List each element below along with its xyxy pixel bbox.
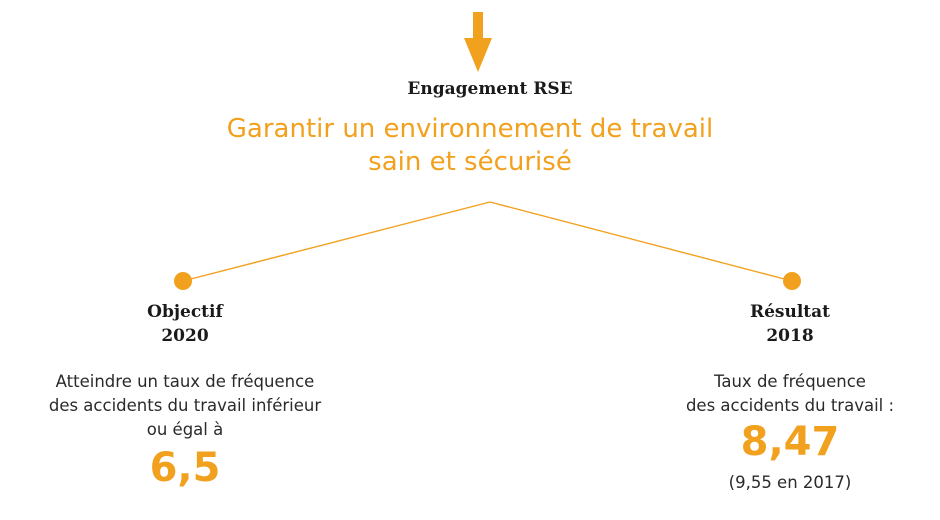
engagement-label: Engagement RSE bbox=[407, 79, 573, 99]
result-label: Résultat bbox=[749, 302, 831, 322]
objective-text-line-1: Atteindre un taux de fréquence bbox=[55, 372, 315, 391]
result-text-line-2: des accidents du travail : bbox=[685, 396, 895, 415]
headline-line-2: sain et sécurisé bbox=[368, 147, 572, 177]
objective-text-line-2: des accidents du travail inférieur bbox=[48, 396, 322, 415]
objective-label: Objectif bbox=[147, 302, 223, 322]
result-year: 2018 bbox=[766, 326, 814, 346]
down-arrow-icon bbox=[464, 12, 492, 72]
result-previous-value: (9,55 en 2017) bbox=[728, 473, 852, 492]
connector-line-left bbox=[182, 201, 491, 282]
objective-year: 2020 bbox=[161, 326, 209, 346]
result-dot-icon bbox=[783, 272, 801, 290]
result-value: 8,47 bbox=[740, 419, 840, 465]
objective-value: 6,5 bbox=[149, 445, 221, 491]
headline-line-1: Garantir un environnement de travail bbox=[226, 114, 714, 144]
objective-dot-icon bbox=[174, 272, 192, 290]
objective-text-line-3: ou égal à bbox=[146, 420, 224, 439]
connector-line-right bbox=[489, 201, 793, 282]
result-text-line-1: Taux de fréquence bbox=[714, 372, 866, 391]
